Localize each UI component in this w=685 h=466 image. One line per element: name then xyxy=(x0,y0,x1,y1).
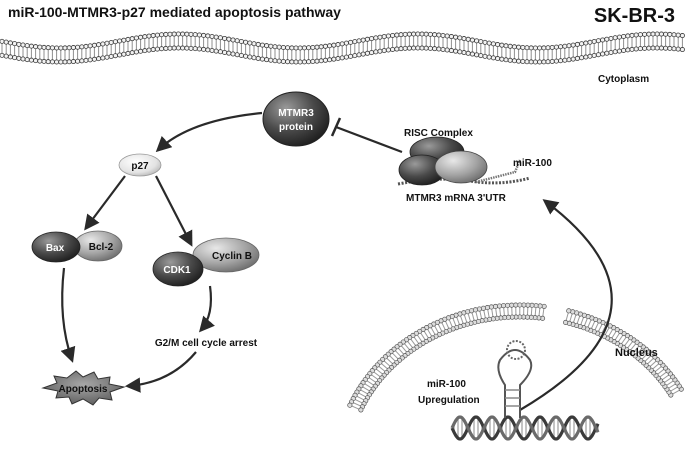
arrow-p27-to-cdk1 xyxy=(155,175,193,247)
cdk1-node: CDK1 xyxy=(152,251,204,287)
nuclear-envelope xyxy=(347,302,684,413)
svg-text:Bax: Bax xyxy=(46,243,65,254)
cell-membrane xyxy=(0,31,685,65)
arrow-cdk1-to-arrest xyxy=(198,285,215,333)
apoptosis-node: Apoptosis xyxy=(41,370,126,406)
mtmr3-protein-node: MTMR3 protein xyxy=(262,91,330,147)
inhibition-risc-to-mtmr3 xyxy=(335,125,403,154)
pre-mirna-hairpin xyxy=(497,340,533,418)
svg-text:MTMR3: MTMR3 xyxy=(278,108,314,119)
bax-node: Bax xyxy=(31,231,81,263)
arrow-arrest-to-apoptosis xyxy=(124,351,197,393)
mirna-upregulation-label-line2: Upregulation xyxy=(418,395,480,406)
svg-text:CDK1: CDK1 xyxy=(163,265,191,276)
svg-text:Bcl-2: Bcl-2 xyxy=(89,242,114,253)
cell-cycle-arrest-label: G2/M cell cycle arrest xyxy=(155,338,258,349)
svg-text:p27: p27 xyxy=(131,161,149,172)
bcl2-node: Bcl-2 xyxy=(73,230,123,262)
diagram-title: miR-100-MTMR3-p27 mediated apoptosis pat… xyxy=(8,4,341,20)
arrow-bax-to-apoptosis xyxy=(60,267,76,363)
apoptosis-burst-shape xyxy=(41,370,126,406)
bound-mirna-strand xyxy=(475,159,522,184)
svg-text:miR-100: miR-100 xyxy=(513,158,552,169)
svg-text:RISC Complex: RISC Complex xyxy=(404,128,473,139)
cytoplasm-label: Cytoplasm xyxy=(598,74,649,85)
svg-text:Apoptosis: Apoptosis xyxy=(59,384,108,395)
p27-node: p27 xyxy=(118,153,162,177)
svg-text:protein: protein xyxy=(279,122,313,133)
inhibition-bar xyxy=(330,117,342,137)
arrow-mtmr3-to-p27 xyxy=(155,111,263,153)
arrow-p27-to-bax xyxy=(84,175,126,231)
mirna-upregulation-label: miR-100 xyxy=(427,379,466,390)
svg-text:Cyclin B: Cyclin B xyxy=(212,251,252,262)
svg-text:MTMR3 mRNA 3'UTR: MTMR3 mRNA 3'UTR xyxy=(406,193,507,204)
risc-complex-node: RISC Complex miR-100 MTMR3 mRNA 3'UTR xyxy=(397,128,552,204)
arrow-upregulation-to-mrna xyxy=(519,199,613,411)
cell-line-label: SK-BR-3 xyxy=(594,5,675,27)
dna-helix xyxy=(450,415,600,441)
nucleus-label: Nucleus xyxy=(615,347,658,359)
